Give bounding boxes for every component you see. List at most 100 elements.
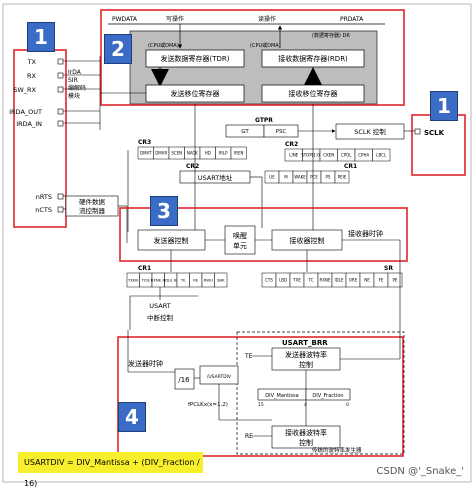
- sr-bit-label: LBD: [279, 277, 287, 282]
- read-op-label: 读操作: [258, 15, 276, 23]
- cr1-bottom-bit-label: TE: [180, 277, 186, 282]
- badge-region-3: 3: [150, 196, 178, 226]
- outer-frame: [2, 3, 472, 483]
- irq-label-2: 中断控制: [147, 313, 174, 322]
- rx-clock-label: 接收器时钟: [348, 229, 383, 238]
- left-pin-group: TX RX SW_RX IRDA_OUT IRDA_IN nRTS nCTS: [9, 58, 64, 214]
- cr1-bottom-bit-label: IDLE IE: [164, 277, 178, 282]
- cr2-top-title: CR2: [285, 141, 298, 148]
- pin-irda-out-terminal: [57, 108, 64, 115]
- cr1-bottom-bit-label: SBK: [217, 277, 225, 282]
- pin-sclk-terminal: [414, 128, 421, 135]
- cr1-bottom-title: CR1: [138, 265, 151, 272]
- cr1-top-bit-label: M: [284, 174, 288, 179]
- usart-brr-dashed-frame: [236, 331, 405, 455]
- cr3-title: CR3: [138, 139, 151, 146]
- wakeup-unit-box: [224, 225, 256, 255]
- cr1-top-bit-label: UE: [269, 174, 275, 179]
- brr-tick-0: 0: [346, 402, 349, 408]
- sclk-control-box: [335, 123, 405, 140]
- div-mantissa-label: DIV_Mantissa: [265, 393, 298, 399]
- cr2-bit-label: LINE: [289, 152, 298, 157]
- cr1-bottom-bit-label: RWU: [204, 277, 213, 282]
- cr1-bottom-bit-label: TXEIE: [127, 277, 139, 282]
- region-2-frame: [100, 9, 405, 106]
- cr2-bit-cell: [372, 148, 391, 162]
- div-fraction-label: DIV_Fraction: [312, 393, 343, 399]
- data-register-dr-label: (数据寄存器) DR: [312, 32, 350, 39]
- cr1-top-bit-label: PS: [326, 174, 331, 179]
- cr2-bit-label: LBCL: [376, 152, 387, 157]
- badge-region-1-right: 1: [430, 91, 458, 121]
- pin-rx-label: RX: [27, 72, 37, 80]
- region-1-right-frame: [411, 114, 466, 176]
- cr1-top-title: CR1: [344, 163, 357, 170]
- cr3-bit-label: SCEN: [171, 150, 182, 155]
- cr3-bit-label: DMAT: [140, 150, 152, 155]
- cr1-bottom-bit-label: RXNE IE: [151, 277, 167, 282]
- brr-tick-15: 15: [258, 402, 264, 408]
- tdr-box: [145, 49, 245, 68]
- sr-bit-label: TXE: [292, 277, 301, 282]
- rx-shift-box: [261, 84, 365, 103]
- sr-bit-cell: [387, 272, 403, 288]
- cr3-bit-cell: [230, 146, 247, 160]
- usartdiv-label: /USARTDIV: [207, 374, 232, 380]
- sr-bit-label: NE: [364, 277, 370, 282]
- badge-region-2: 2: [104, 34, 132, 64]
- pin-tx-label: TX: [27, 58, 37, 66]
- gtpr-title: GTPR: [255, 117, 273, 124]
- cr1-top-bit-label: WAKE: [294, 174, 306, 179]
- rx-shift-label: 接收移位寄存器: [289, 89, 338, 98]
- region-4-frame: [117, 336, 404, 457]
- sr-bit-label: ORE: [349, 277, 358, 282]
- cr2-bit-label: CPHA: [358, 152, 369, 157]
- prdata-label: PRDATA: [340, 16, 364, 23]
- irda-label-4: 模块: [68, 92, 80, 100]
- rx-baud-label-1: 接收器波特率: [285, 428, 327, 437]
- tx-shift-box: [145, 84, 245, 103]
- div-fraction-cell: [305, 388, 351, 401]
- brr-re-label: RE: [245, 433, 253, 440]
- usart-brr-title: USART_BRR: [282, 339, 328, 347]
- pin-irda-in-terminal: [57, 120, 64, 127]
- sr-bit-label: IDLE: [334, 277, 343, 282]
- cr1-top-bit-label: PCE: [310, 174, 318, 179]
- brr-tick-4: 4: [304, 402, 307, 408]
- wakeup-label-1: 唤醒: [233, 231, 247, 240]
- cr1-top-bit-cell: [334, 170, 350, 184]
- pin-ncts-terminal: [57, 206, 64, 213]
- cr1-bottom-bit-cell: [214, 272, 228, 288]
- csdn-credit: CSDN @'_Snake_': [376, 466, 464, 477]
- cpu-dma-label-1: (CPU或DMA): [148, 42, 179, 49]
- pin-irda-in-label: IRDA_IN: [16, 120, 42, 128]
- gtpr-psc-label: PSC: [276, 129, 287, 135]
- sr-bit-label: RXNE: [319, 277, 331, 282]
- pin-nrts-label: nRTS: [36, 193, 52, 201]
- div16-label: /16: [178, 376, 190, 384]
- sclk-control-label: SCLK 控制: [354, 127, 386, 136]
- sr-bit-label: CTS: [265, 277, 273, 282]
- pin-tx-terminal: [57, 58, 64, 65]
- rx-baud-label-2: 控制: [299, 438, 313, 447]
- cr3-bit-label: IREN: [234, 150, 243, 155]
- gtpr-gt-label: GT: [241, 129, 249, 135]
- cr2-addr-title: CR2: [186, 163, 199, 170]
- pclk-label: fPCLKx(x=1,2): [188, 402, 228, 408]
- write-op-label: 写操作: [166, 15, 184, 23]
- cr2-bit-label: CPOL: [341, 152, 352, 157]
- tx-baud-label-1: 发送器波特率: [285, 350, 327, 359]
- pin-ncts-label: nCTS: [35, 206, 52, 214]
- pin-irda-out-label: IRDA_OUT: [9, 108, 42, 116]
- irda-label-3: 编解码: [68, 84, 86, 92]
- cr2-bit-label: CKEN: [323, 152, 334, 157]
- rdr-label: 接收数据寄存器(RDR): [278, 54, 348, 63]
- cr1-bottom-bit-label: TCIE: [141, 277, 151, 282]
- irda-label-2: SIR: [68, 77, 78, 84]
- badge-region-1-left: 1: [27, 22, 55, 52]
- region-3-frame: [119, 207, 408, 262]
